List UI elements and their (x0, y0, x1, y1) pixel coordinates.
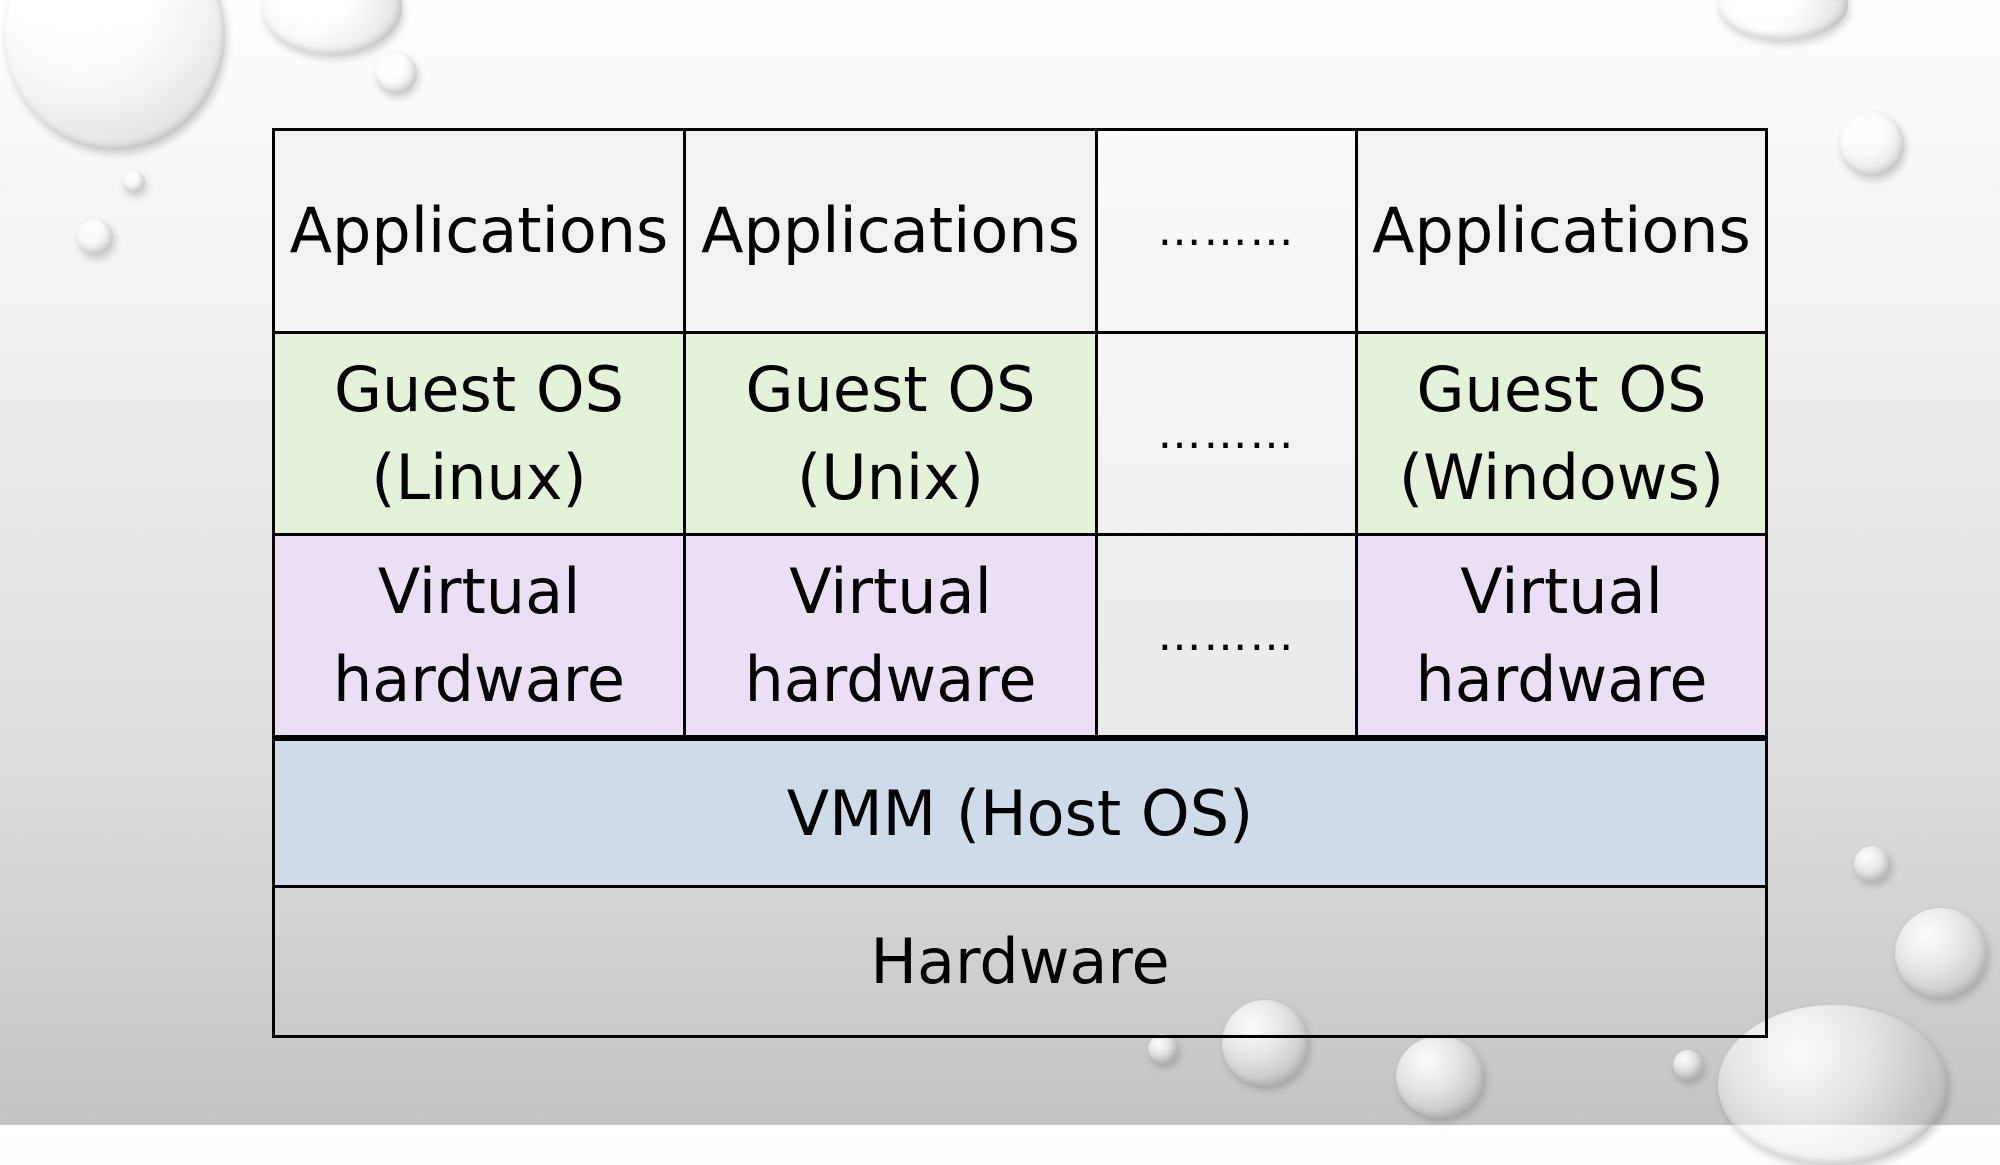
hardware-label: Hardware (870, 925, 1170, 998)
water-droplet-decoration (77, 219, 113, 255)
vmm-label: VMM (Host OS) (786, 776, 1254, 850)
virtual-hardware-ellipsis-box: ……… (1098, 536, 1358, 738)
ellipsis-label: ……… (1157, 407, 1296, 459)
water-droplet-decoration (1673, 1050, 1703, 1080)
guest-os-label: Guest OS (1416, 352, 1707, 426)
vmm-host-os-layer: VMM (Host OS) (275, 738, 1765, 888)
virtual-hardware-label-line1: Virtual (1460, 554, 1663, 628)
virtual-hardware-box-unix: Virtual hardware (686, 536, 1098, 738)
ellipsis-label: ……… (1157, 609, 1296, 661)
guest-os-name: (Windows) (1398, 440, 1725, 514)
water-droplet-decoration (1854, 846, 1890, 882)
virtualization-stack-diagram: Applications Applications ……… Applicatio… (272, 128, 1768, 1038)
applications-label: Applications (289, 194, 669, 267)
applications-box-windows: Applications (1358, 131, 1765, 334)
guest-os-name: (Linux) (371, 440, 587, 514)
water-droplet-decoration (1840, 112, 1904, 176)
virtual-hardware-label-line2: hardware (744, 642, 1037, 716)
guest-os-name: (Unix) (797, 440, 984, 514)
guest-os-label: Guest OS (745, 352, 1036, 426)
guest-os-box-unix: Guest OS (Unix) (686, 334, 1098, 536)
water-droplet-decoration (375, 52, 417, 94)
applications-box-linux: Applications (275, 131, 686, 334)
water-droplet-decoration (1895, 908, 1987, 998)
applications-ellipsis-box: ……… (1098, 131, 1358, 334)
applications-label: Applications (1372, 194, 1751, 267)
applications-label: Applications (701, 194, 1080, 267)
guest-os-box-windows: Guest OS (Windows) (1358, 334, 1765, 536)
ellipsis-label: ……… (1157, 205, 1296, 256)
water-droplet-decoration (5, 0, 225, 150)
virtual-hardware-label-line1: Virtual (377, 554, 581, 628)
applications-box-unix: Applications (686, 131, 1098, 334)
water-droplet-decoration (262, 0, 402, 55)
water-droplet-decoration (1222, 1000, 1308, 1086)
virtual-hardware-box-linux: Virtual hardware (275, 536, 686, 738)
virtual-hardware-label-line1: Virtual (789, 554, 992, 628)
virtual-hardware-box-windows: Virtual hardware (1358, 536, 1765, 738)
guest-os-box-linux: Guest OS (Linux) (275, 334, 686, 536)
guest-os-ellipsis-box: ……… (1098, 334, 1358, 536)
water-droplet-decoration (1396, 1036, 1484, 1118)
virtual-hardware-label-line2: hardware (1415, 642, 1708, 716)
water-droplet-decoration (1148, 1034, 1178, 1064)
water-droplet-decoration (123, 171, 145, 193)
virtual-hardware-label-line2: hardware (332, 642, 626, 716)
hardware-layer: Hardware (275, 888, 1765, 1035)
water-droplet-decoration (1718, 0, 1848, 40)
guest-os-label: Guest OS (334, 352, 624, 426)
